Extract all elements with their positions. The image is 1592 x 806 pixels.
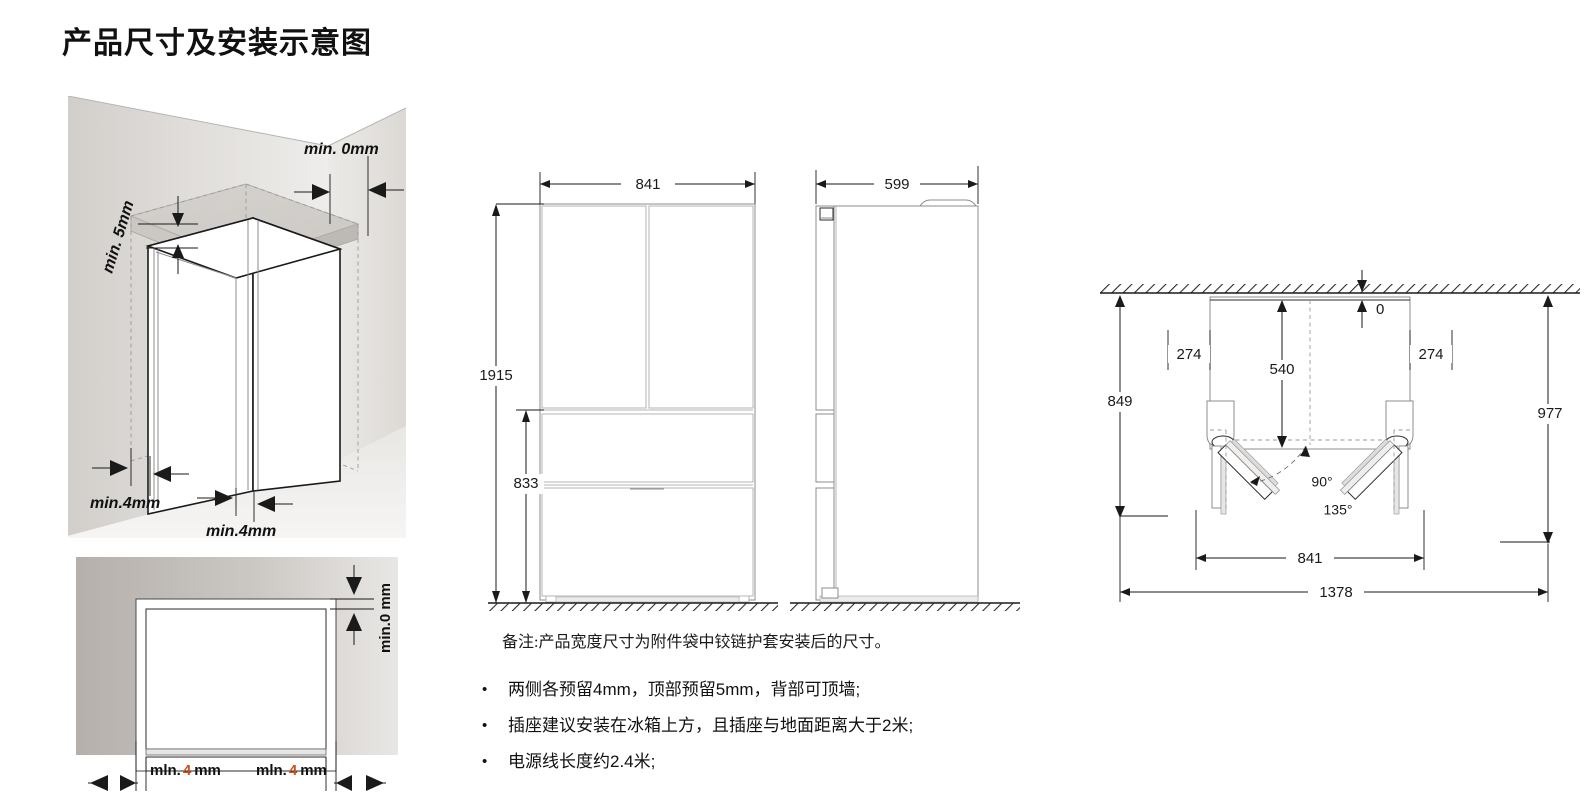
dimension-left-849: 849 xyxy=(1100,295,1168,518)
cabinet-outline-top xyxy=(145,608,327,750)
left-door-90deg-edge xyxy=(1220,445,1227,515)
label-width-841: 841 xyxy=(635,176,660,193)
cabinet-plan-outline xyxy=(1209,296,1411,450)
label-height-833: 833 xyxy=(513,475,538,492)
front-foot-left xyxy=(545,595,557,603)
callout-left-clearance: min.4mm xyxy=(90,448,189,512)
label-angle-135: 135° xyxy=(1324,502,1353,518)
floor-hatch-front xyxy=(488,603,778,611)
label-right-977: 977 xyxy=(1537,405,1562,422)
cabinet-top-face xyxy=(145,217,343,279)
dimension-width-841: 841 xyxy=(539,172,756,204)
side-hinge-block xyxy=(819,207,834,221)
label-height-1915: 1915 xyxy=(479,367,512,384)
callout-rear-clearance-top: min.0 mm xyxy=(330,565,394,653)
front-elevation-diagram: 841 1915 xyxy=(478,158,778,620)
dimension-wall-gap-0: 0 xyxy=(1357,270,1384,328)
note-item: 电源线长度约2.4米; xyxy=(478,744,1038,780)
dimension-overall-1378: 1378 xyxy=(1119,516,1549,602)
dimension-center-540: 540 xyxy=(1260,300,1304,448)
dimension-depth-599: 599 xyxy=(815,166,979,204)
label-overall-1378: 1378 xyxy=(1319,584,1352,601)
page-title: 产品尺寸及安装示意图 xyxy=(62,27,372,60)
side-lower-drawer xyxy=(815,487,835,601)
label-left-274: 274 xyxy=(1176,346,1201,363)
side-foot xyxy=(821,587,839,599)
label-wall-gap-0: 0 xyxy=(1376,301,1384,318)
note-item: 两侧各预留4mm，顶部预留5mm，背部可顶墙; xyxy=(478,672,1038,708)
label-angle-90: 90° xyxy=(1311,474,1332,490)
dimension-right-274: 274 xyxy=(1409,330,1453,370)
upper-left-door xyxy=(541,205,647,409)
floor-hatch-side xyxy=(790,603,1020,611)
door-swing-plan-diagram: 90° 135° 0 274 274 xyxy=(1100,270,1580,620)
side-cabinet-body xyxy=(833,205,979,601)
label-cabinet-841: 841 xyxy=(1297,550,1322,567)
label-right-274: 274 xyxy=(1418,346,1443,363)
side-upper-door xyxy=(815,205,835,411)
dimension-height-833: 833 xyxy=(508,409,544,603)
left-door-assembly xyxy=(1206,400,1310,515)
dimension-height-1915: 1915 xyxy=(478,203,544,603)
side-elevation-diagram: 599 xyxy=(790,158,1020,620)
installation-notes-list: 两侧各预留4mm，顶部预留5mm，背部可顶墙; 插座建议安装在冰箱上方，且插座与… xyxy=(478,672,1038,780)
middle-drawer xyxy=(541,413,754,483)
left-door-135deg xyxy=(1217,438,1281,500)
dimension-left-274: 274 xyxy=(1167,330,1211,370)
remark-text: 备注:产品宽度尺寸为附件袋中铰链护套安装后的尺寸。 xyxy=(502,634,891,651)
note-item: 插座建议安装在冰箱上方，且插座与地面距离大于2米; xyxy=(478,708,1038,744)
label-center-540: 540 xyxy=(1269,361,1294,378)
dimension-right-977: 977 xyxy=(1500,295,1572,544)
floor-plane xyxy=(68,426,406,538)
dimension-cabinet-841: 841 xyxy=(1195,510,1425,570)
wall-right-plane xyxy=(328,108,406,466)
label-right-clearance: min.4mm xyxy=(206,523,276,538)
label-rear-clearance: min. 0mm xyxy=(304,141,379,158)
side-base-plinth xyxy=(819,595,979,603)
side-top-handle xyxy=(919,199,977,207)
side-middle-drawer xyxy=(815,413,835,483)
wall-hatch-swing xyxy=(1100,284,1580,293)
upper-right-door xyxy=(648,205,754,409)
callout-right-clearance: min.4mm xyxy=(197,488,293,538)
right-door-assembly xyxy=(1339,400,1414,515)
label-left-clearance: min.4mm xyxy=(90,495,160,512)
left-door-90deg xyxy=(1211,445,1222,509)
front-foot-right xyxy=(738,595,750,603)
door-gasket-band xyxy=(145,748,327,756)
callout-rear-clearance: min. 0mm xyxy=(294,141,404,236)
lower-drawer xyxy=(541,487,754,597)
front-base-plinth xyxy=(555,596,740,603)
label-rear-clearance-top: min.0 mm xyxy=(377,583,394,653)
label-depth-599: 599 xyxy=(884,176,909,193)
perspective-installation-diagram: min. 5mm min. 0mm min.4mm xyxy=(68,96,406,538)
label-left-849: 849 xyxy=(1107,393,1132,410)
niche-top-dashed xyxy=(130,183,359,225)
